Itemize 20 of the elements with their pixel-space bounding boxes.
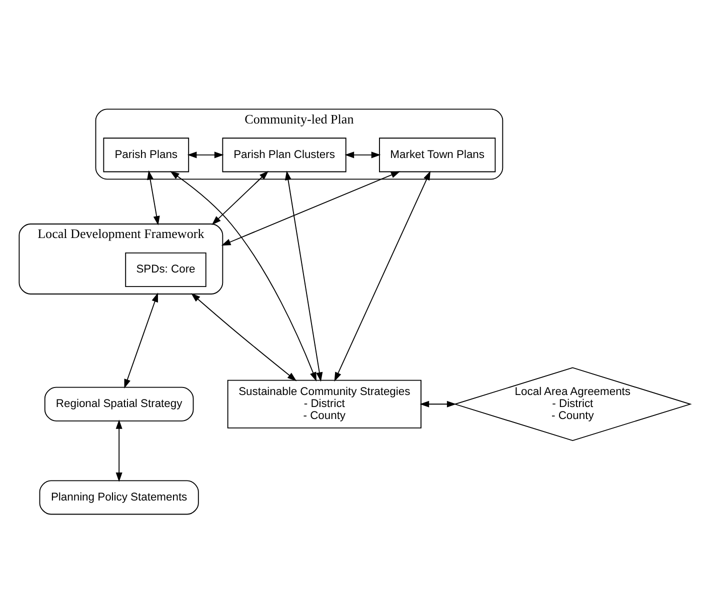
node-box: SPDs: Core <box>125 252 206 286</box>
arrow <box>284 170 323 382</box>
arrow <box>187 151 224 158</box>
arrow <box>170 170 317 382</box>
arrow <box>420 400 456 407</box>
node-box: Regional Spatial Strategy <box>44 386 194 421</box>
node-box: Parish Plans <box>103 137 190 172</box>
arrow <box>344 151 381 158</box>
node-box: Parish Plan Clusters <box>222 137 346 172</box>
node-box: Planning Policy Statements <box>39 480 199 514</box>
arrow <box>212 170 269 224</box>
node-diamond: Local Area Agreements - District - County <box>453 366 692 441</box>
node-box: Market Town Plans <box>379 137 496 172</box>
arrow <box>124 292 158 388</box>
arrow <box>191 292 297 381</box>
arrow <box>334 170 431 382</box>
arrow <box>116 419 122 482</box>
arrow <box>147 170 160 225</box>
arrow <box>221 170 400 246</box>
node-box: Sustainable Community Strategies - District - County <box>227 379 422 428</box>
